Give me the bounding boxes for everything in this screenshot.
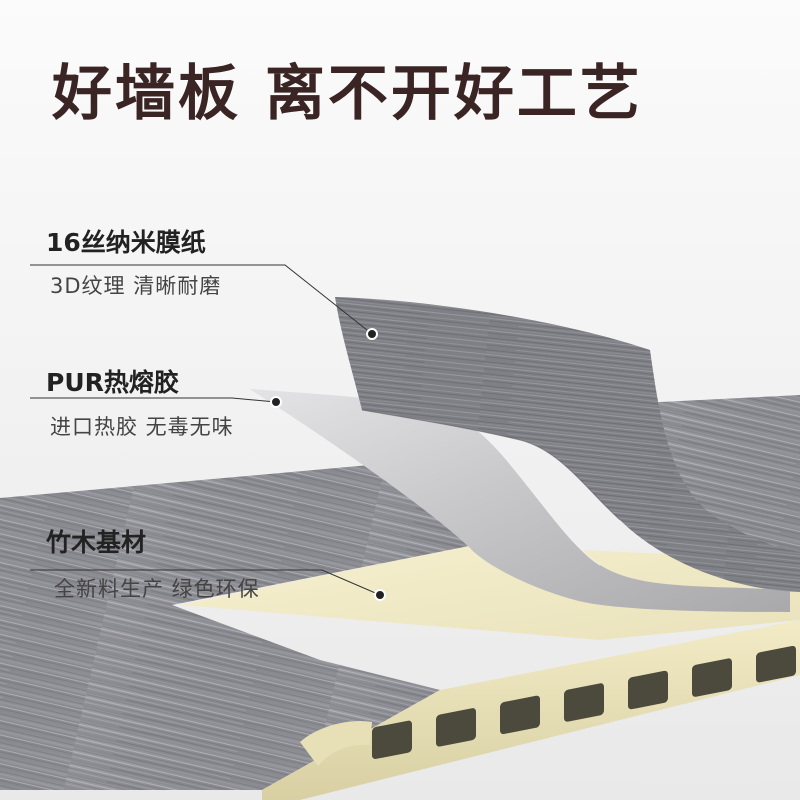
glue-layer-title: PUR热熔胶	[46, 368, 179, 397]
glue-layer-subtitle: 进口热胶 无毒无味	[50, 415, 234, 439]
film-layer-title: 16丝纳米膜纸	[46, 228, 206, 257]
wood-film-front-strip	[0, 660, 440, 790]
peeled-wood-film	[335, 297, 800, 592]
board-tongue	[300, 720, 372, 766]
callout-lines	[30, 264, 381, 596]
callout-dots	[270, 328, 386, 601]
pur-glue-sheet	[248, 388, 790, 612]
hollow-cavities	[372, 645, 796, 759]
headline: 好墙板 离不开好工艺	[52, 59, 643, 129]
substrate-layer-title: 竹木基材	[46, 528, 147, 557]
bamboo-substrate-surface	[180, 545, 800, 640]
substrate-layer-subtitle: 全新料生产 绿色环保	[54, 577, 260, 601]
wood-film-surface	[0, 458, 474, 662]
film-layer-subtitle: 3D纹理 清晰耐磨	[50, 274, 222, 298]
